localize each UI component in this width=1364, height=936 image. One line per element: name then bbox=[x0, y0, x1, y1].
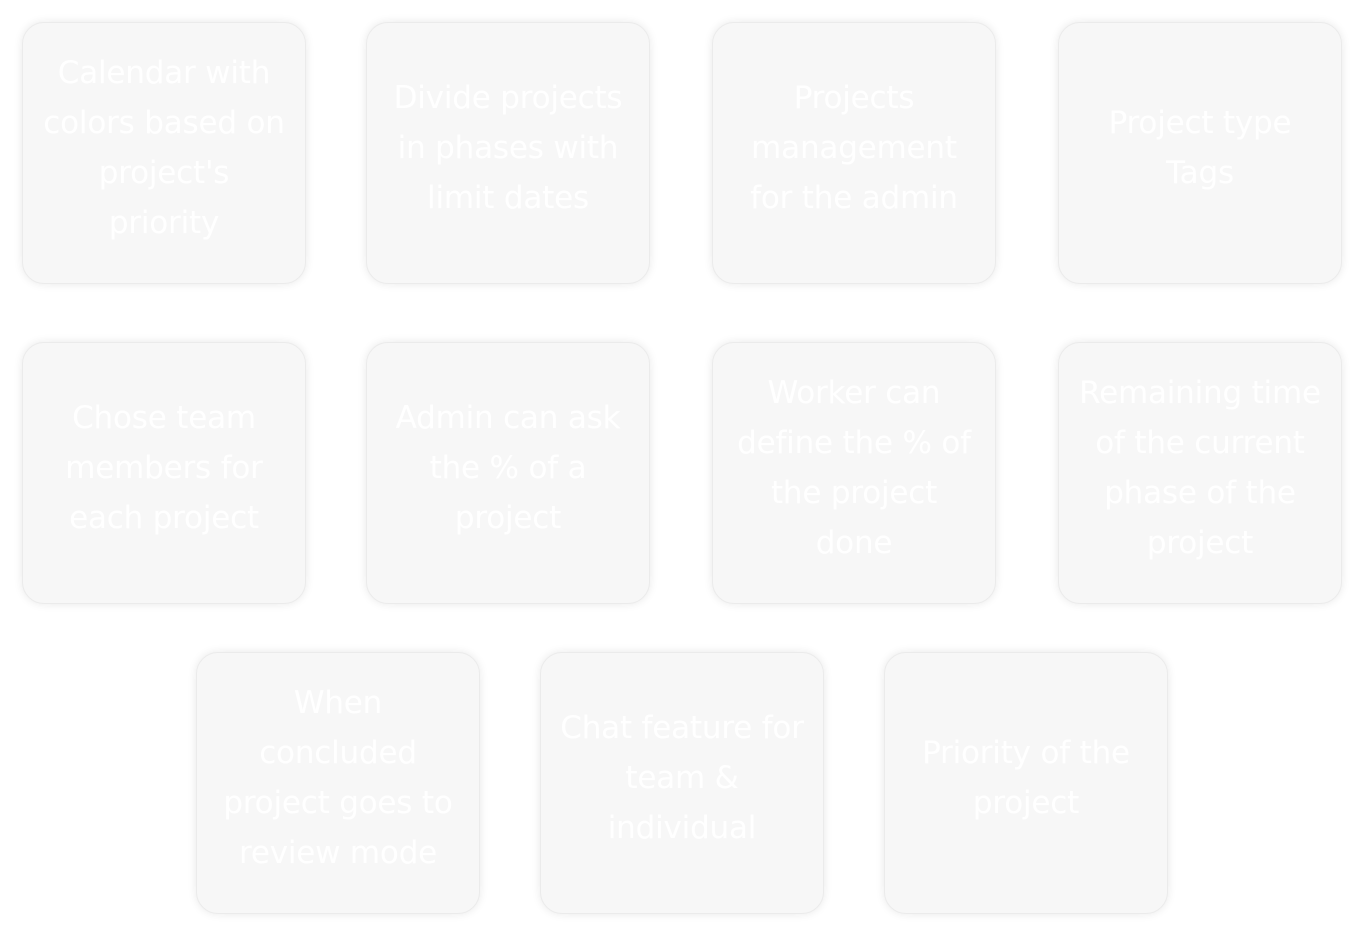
feature-card-text: When concluded project goes to review mo… bbox=[223, 685, 453, 871]
feature-card-calendar-priority-colors: Calendar with colors based on project's … bbox=[22, 22, 306, 284]
feature-card-text: Divide projects in phases with limit dat… bbox=[393, 80, 623, 216]
feature-card-worker-define-percent: Worker can define the % of the project d… bbox=[712, 342, 996, 604]
feature-card-remaining-phase-time: Remaining time of the current phase of t… bbox=[1058, 342, 1342, 604]
feature-card-project-priority: Priority of the project bbox=[884, 652, 1168, 914]
feature-card-choose-team-members: Chose team members for each project bbox=[22, 342, 306, 604]
feature-card-text: Chose team members for each project bbox=[65, 400, 263, 536]
feature-card-text: Project type Tags bbox=[1108, 105, 1292, 191]
feature-card-chat: Chat feature for team & individual bbox=[540, 652, 824, 914]
feature-card-project-phases: Divide projects in phases with limit dat… bbox=[366, 22, 650, 284]
feature-card-text: Remaining time of the current phase of t… bbox=[1079, 375, 1321, 561]
feature-card-text: Admin can ask the % of a project bbox=[395, 400, 621, 536]
feature-card-text: Calendar with colors based on project's … bbox=[43, 55, 285, 241]
feature-card-admin-request-percent: Admin can ask the % of a project bbox=[366, 342, 650, 604]
feature-card-project-type-tags: Project type Tags bbox=[1058, 22, 1342, 284]
feature-card-review-mode: When concluded project goes to review mo… bbox=[196, 652, 480, 914]
feature-card-text: Worker can define the % of the project d… bbox=[737, 375, 971, 561]
feature-card-text: Chat feature for team & individual bbox=[560, 710, 804, 846]
feature-card-text: Projects management for the admin bbox=[750, 80, 958, 216]
feature-card-admin-project-management: Projects management for the admin bbox=[712, 22, 996, 284]
feature-card-text: Priority of the project bbox=[922, 735, 1130, 821]
